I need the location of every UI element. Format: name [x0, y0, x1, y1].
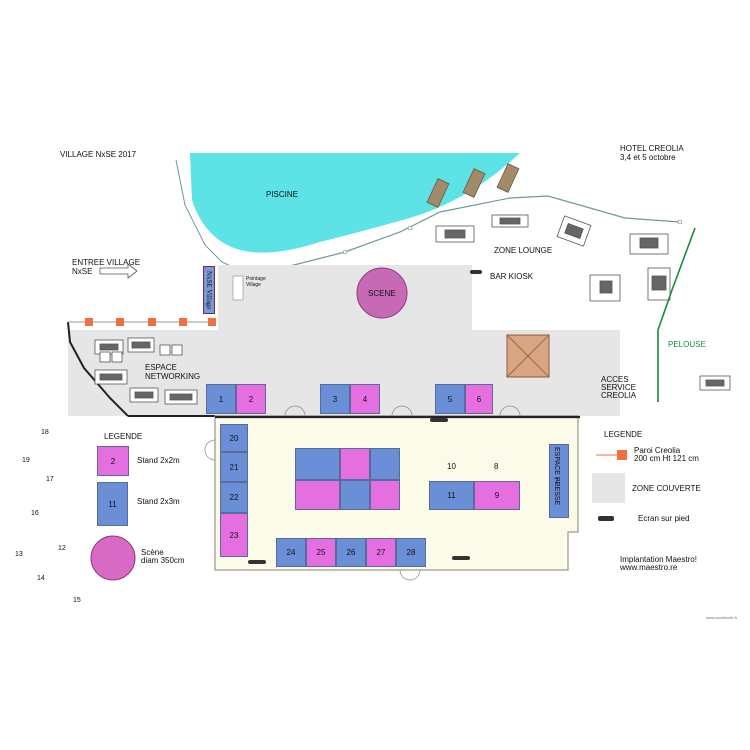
legend-covered-label: ZONE COUVERTE [632, 484, 701, 493]
stand-4[interactable]: 4 [350, 384, 380, 414]
pointage-label-1: Pointage [246, 276, 266, 282]
legend-stage-circle [90, 535, 136, 581]
outside-number: 19 [22, 457, 30, 464]
stand-7: 7 [554, 477, 559, 486]
stand-20[interactable]: 20 [220, 424, 248, 452]
pointage-label-2: Village [246, 282, 261, 288]
bar-label: BAR KIOSK [490, 272, 534, 281]
press-area[interactable]: ESPACE PRESSE 7 [549, 444, 569, 518]
entrance-arrow [99, 263, 138, 279]
central-stand-d[interactable] [295, 480, 340, 510]
lawn-boundary [657, 227, 696, 402]
pool-shape [190, 153, 520, 253]
legend-wall-marker [617, 450, 627, 460]
credit-line-1: Implantation Maestro! [620, 555, 697, 564]
legend-left-title: LEGENDE [104, 432, 143, 441]
central-stand-a[interactable] [295, 448, 340, 480]
stand-28[interactable]: 28 [396, 538, 426, 567]
stage-circle [356, 267, 408, 319]
central-stand-c[interactable] [370, 448, 400, 480]
legend-stand-large: 11 [97, 482, 128, 526]
watermark: www.archifacile.fr [706, 615, 738, 620]
pool-label: PISCINE [266, 190, 299, 199]
legend-stand-small-label: Stand 2x2m [137, 456, 180, 465]
fence-line-top [281, 195, 681, 269]
outside-number: 16 [31, 510, 39, 517]
outside-number: 14 [37, 575, 45, 582]
networking-label-1: ESPACE [145, 363, 177, 372]
legend-stand-large-label: Stand 2x3m [137, 497, 180, 506]
service-label-1: ACCES [601, 375, 629, 384]
entrance-label-2: NxSE [72, 267, 93, 276]
legend-screen-label: Ecran sur pied [638, 514, 690, 523]
stand-2[interactable]: 2 [236, 384, 266, 414]
legend-covered-swatch [592, 473, 625, 503]
press-label: ESPACE PRESSE [553, 447, 560, 506]
stand-26[interactable]: 26 [336, 538, 366, 567]
stand-11[interactable]: 11 [429, 481, 474, 510]
outside-number: 15 [73, 597, 81, 604]
pointage-box [232, 275, 244, 301]
stand-5[interactable]: 5 [435, 384, 465, 414]
outside-number: 17 [46, 476, 54, 483]
outside-number: 13 [15, 551, 23, 558]
stand-9[interactable]: 9 [474, 481, 520, 510]
stand-24[interactable]: 24 [276, 538, 306, 567]
legend-stand-small: 2 [97, 446, 129, 476]
legend-wall-label-2: 200 cm Ht 121 cm [634, 454, 699, 463]
deckchairs [426, 163, 520, 208]
stand-10-label: 10 [447, 462, 456, 471]
wall-markers [85, 318, 216, 326]
lounge-furniture [435, 214, 731, 391]
lawn-label: PELOUSE [668, 340, 706, 349]
stand-6[interactable]: 6 [465, 384, 493, 414]
hotel-name: HOTEL CREOLIA [620, 144, 684, 153]
lounge-label: ZONE LOUNGE [494, 246, 553, 255]
legend-right-title: LEGENDE [604, 430, 643, 439]
central-stand-b[interactable] [340, 448, 370, 480]
hotel-dates: 3,4 et 5 octobre [620, 153, 676, 162]
entrance-label-1: ENTREE VILLAGE [72, 258, 141, 267]
stand-27[interactable]: 27 [366, 538, 396, 567]
outside-number: 18 [41, 429, 49, 436]
networking-furniture [94, 337, 198, 405]
service-label-3: CREOLIA [601, 391, 637, 400]
covered-zone [68, 265, 620, 416]
stand-8-label: 8 [494, 462, 499, 471]
service-label-2: SERVICE [601, 383, 636, 392]
legend-stage-label-2: diam 350cm [141, 556, 185, 565]
stand-1[interactable]: 1 [206, 384, 236, 414]
legend-wall-label-1: Paroi Creolia [634, 446, 681, 455]
plan-title: VILLAGE NxSE 2017 [60, 150, 137, 159]
stand-3[interactable]: 3 [320, 384, 350, 414]
stand-23[interactable]: 23 [220, 513, 248, 557]
central-stand-e[interactable] [340, 480, 370, 510]
networking-label-2: NETWORKING [145, 372, 201, 381]
central-stand-f[interactable] [370, 480, 400, 510]
vertical-banner: NxSE Village [203, 266, 215, 314]
outside-number: 12 [58, 545, 66, 552]
stand-21[interactable]: 21 [220, 452, 248, 482]
stage-label: SCENE [368, 289, 396, 298]
stand-25[interactable]: 25 [306, 538, 336, 567]
doors [204, 405, 521, 581]
stand-22[interactable]: 22 [220, 482, 248, 513]
fence-line-left [175, 159, 236, 269]
legend-screen-swatch [598, 516, 614, 520]
legend-stage-label-1: Scène [141, 548, 164, 557]
networking-wall [67, 321, 129, 417]
vertical-banner-label: NxSE Village [205, 270, 213, 310]
credit-line-2: www.maestro.re [620, 563, 678, 572]
